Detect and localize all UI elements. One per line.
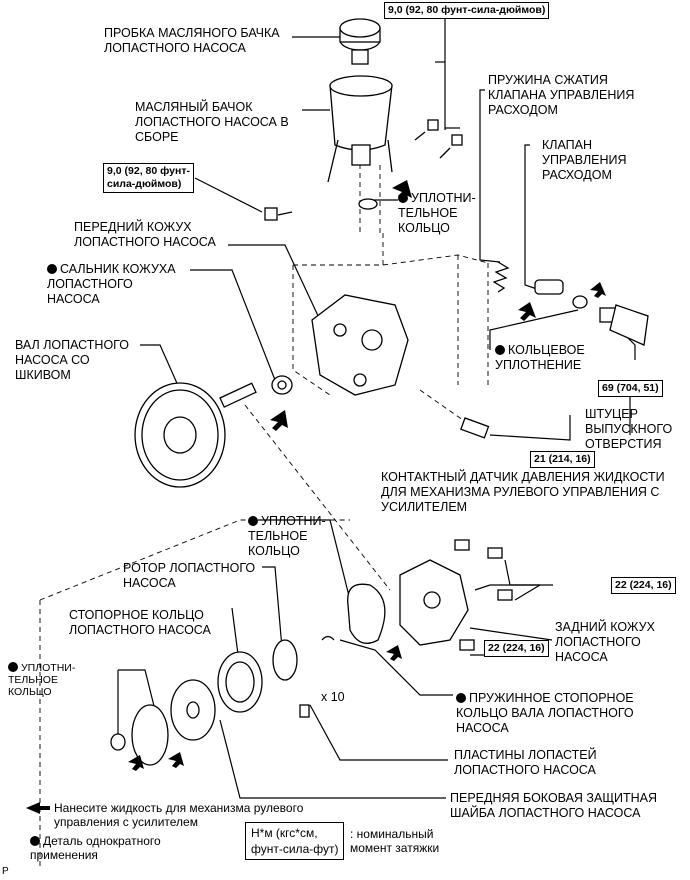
torque-box-5: 22 (224, 16) [611,577,676,594]
label-cap: ПРОБКА МАСЛЯНОГО БАЧКА ЛОПАСТНОГО НАСОСА [104,26,280,55]
label-seal: САЛЬНИК КОЖУХА ЛОПАСТНОГО НАСОСА [47,262,176,306]
label-oring-left: УПЛОТНИ- ТЕЛЬНОЕ КОЛЬЦО [8,662,76,698]
torque-box-3: 69 (704, 51) [598,380,663,397]
single-use-dot-icon [495,345,505,355]
torque-box-2: 9,0 (92, 80 фунт- сила-дюймов) [103,163,194,193]
label-rotor: РОТОР ЛОПАСТНОГО НАСОСА [123,561,256,590]
label-x10: x 10 [321,690,345,704]
legend-single-use: Деталь однократного применения [30,834,161,862]
label-shaft: ВАЛ ЛОПАСТНОГО НАСОСА СО ШКИВОМ [15,338,129,382]
label-oring-top: УПЛОТНИ- ТЕЛЬНОЕ КОЛЬЦО [398,191,476,235]
legend-unit-desc: : номинальный момент затяжки [350,827,440,855]
label-spring: ПРУЖИНА СЖАТИЯ КЛАПАНА УПРАВЛЕНИЯ РАСХОД… [488,73,635,117]
label-oring-mid: УПЛОТНИ- ТЕЛЬНОЕ КОЛЬЦО [248,514,326,558]
single-use-dot-icon [30,836,40,846]
label-rear-housing: ЗАДНИЙ КОЖУХ ЛОПАСТНОГО НАСОСА [555,620,655,664]
corner-mark: P [2,866,9,877]
torque-box-6: 22 (224, 16) [484,640,549,657]
label-oring-valve: КОЛЬЦЕВОЕ УПЛОТНЕНИЕ [495,343,585,372]
label-reservoir: МАСЛЯНЫЙ БАЧОК ЛОПАСТНОГО НАСОСА В СБОРЕ [135,100,289,144]
single-use-dot-icon [248,516,258,526]
single-use-dot-icon [456,693,466,703]
single-use-dot-icon [47,264,57,274]
label-sensor: КОНТАКТНЫЙ ДАТЧИК ДАВЛЕНИЯ ЖИДКОСТИ ДЛЯ … [381,470,665,514]
label-cam-ring: СТОПОРНОЕ КОЛЬЦО ЛОПАСТНОГО НАСОСА [69,608,211,637]
label-front-housing: ПЕРЕДНИЙ КОЖУХ ЛОПАСТНОГО НАСОСА [74,220,216,249]
legend-unit-box: Н*м (кгс*см, фунт-сила-фут) [245,822,345,860]
torque-box-4: 21 (214, 16) [530,451,595,468]
torque-box-1: 9,0 (92, 80 фунт-сила-дюймов) [384,2,550,19]
label-plates: ПЛАСТИНЫ ЛОПАСТЕЙ ЛОПАСТНОГО НАСОСА [454,748,597,777]
label-valve: КЛАПАН УПРАВЛЕНИЯ РАСХОДОМ [542,138,627,182]
single-use-dot-icon [398,193,408,203]
legend-fluid: Нанесите жидкость для механизма рулевого… [54,801,304,829]
label-side-plate: ПЕРЕДНЯЯ БОКОВАЯ ЗАЩИТНАЯ ШАЙБА ЛОПАСТНО… [450,791,658,820]
label-snap-ring: ПРУЖИННОЕ СТОПОРНОЕ КОЛЬЦО ВАЛА ЛОПАСТНО… [456,691,634,735]
single-use-dot-icon [8,662,18,672]
label-union: ШТУЦЕР ВЫПУСКНОГО ОТВЕРСТИЯ [585,407,673,451]
